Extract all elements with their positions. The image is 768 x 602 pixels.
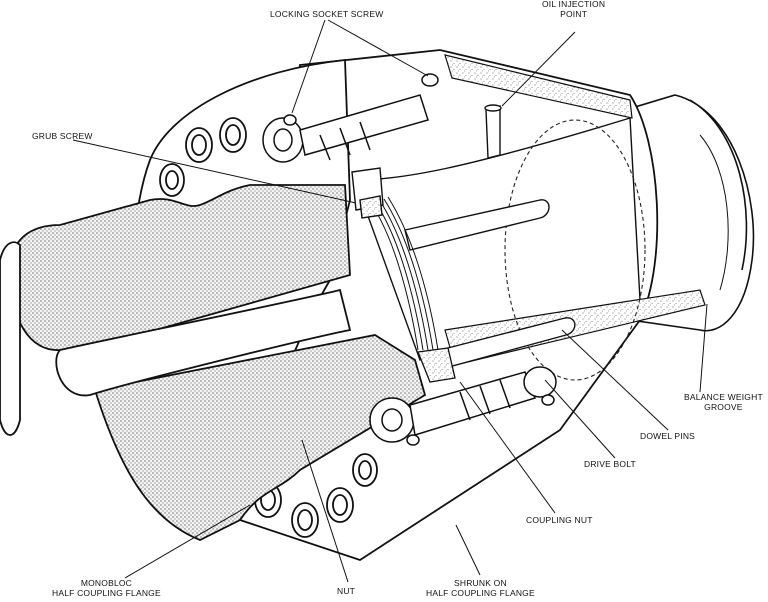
central-bore — [0, 241, 352, 436]
label-shrunk-on-line2: HALF COUPLING FLANGE — [426, 588, 535, 598]
bore-dashed-circle — [504, 119, 646, 381]
shaft-upper-section — [9, 184, 351, 351]
label-monobloc-line1: MONOBLOC — [80, 578, 133, 588]
label-oil-injection-line2: POINT — [560, 9, 588, 19]
label-shrunk-on-flange: SHRUNK ON HALF COUPLING FLANGE — [426, 578, 535, 598]
leader-lines — [72, 19, 708, 583]
key-tab — [417, 347, 456, 383]
label-oil-injection-line1: OIL INJECTION — [542, 0, 606, 9]
label-locking-socket-screw: LOCKING SOCKET SCREW — [270, 9, 383, 19]
label-balance-weight-line1: BALANCE WEIGHT — [684, 392, 763, 402]
label-dowel-pins: DOWEL PINS — [640, 431, 695, 441]
label-dowel-pins-text: DOWEL PINS — [640, 431, 696, 441]
label-monobloc-flange: MONOBLOC HALF COUPLING FLANGE — [52, 578, 161, 598]
label-monobloc-line2: HALF COUPLING FLANGE — [52, 588, 161, 598]
oil-injection-pin — [484, 104, 502, 159]
label-drive-bolt-text: DRIVE BOLT — [584, 459, 636, 469]
dowel-pins-shape — [404, 199, 576, 369]
label-nut: NUT — [337, 586, 355, 596]
label-nut-text: NUT — [337, 586, 356, 596]
label-grub-screw-text: GRUB SCREW — [32, 131, 93, 141]
label-balance-weight-groove: BALANCE WEIGHT GROOVE — [684, 392, 763, 412]
label-drive-bolt: DRIVE BOLT — [584, 459, 636, 469]
label-grub-screw: GRUB SCREW — [32, 131, 93, 141]
label-balance-weight-line2: GROOVE — [704, 402, 743, 412]
label-coupling-nut: COUPLING NUT — [526, 515, 593, 525]
drive-bolt-assembly — [369, 366, 557, 446]
label-locking-socket-screw-text: LOCKING SOCKET SCREW — [270, 9, 384, 19]
disc-pack — [371, 196, 439, 351]
label-shrunk-on-line1: SHRUNK ON — [454, 578, 507, 588]
shaft-lower-section — [93, 334, 427, 541]
grub-screw-block — [351, 167, 384, 219]
label-coupling-nut-text: COUPLING NUT — [526, 515, 593, 525]
locking-socket-screws — [262, 73, 439, 163]
label-oil-injection-point: OIL INJECTION POINT — [542, 0, 605, 19]
